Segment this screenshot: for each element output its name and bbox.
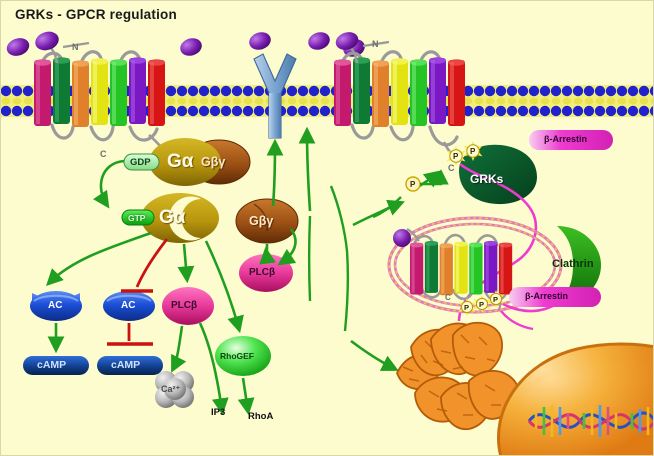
dna-helix [527, 405, 653, 437]
n-terminus-label-left: N [72, 42, 79, 52]
phosphate-endo-2-label: P [479, 300, 485, 309]
g-alpha-activated[interactable] [121, 193, 219, 243]
adenylyl-cyclase-inhibited[interactable] [103, 291, 155, 321]
phosphate-endo-3-label: P [493, 295, 499, 304]
beta-arrestin-endosome[interactable] [509, 287, 601, 307]
g-alpha-bound-label[interactable]: Gα [167, 151, 194, 172]
g-alpha-free-label[interactable]: Gα [159, 207, 186, 228]
phosphate-group [446, 141, 483, 166]
beta-arrestin-membrane-label[interactable]: β-Arrestin [544, 134, 588, 144]
g-beta-gamma-free[interactable] [235, 198, 299, 244]
rhogef[interactable] [215, 336, 271, 376]
golgi-apparatus [396, 321, 520, 430]
page-title: GRKs - GPCR regulation [15, 7, 177, 22]
phosphate-group-endosome [458, 290, 505, 316]
inhibition-arrows [107, 238, 169, 346]
c-terminus-label-endosome: C [445, 293, 451, 302]
gpcr-left[interactable] [4, 29, 166, 152]
ac-inhibited-label[interactable]: AC [121, 300, 136, 311]
clathrin[interactable] [557, 226, 601, 304]
phosphate-free-label: P [410, 180, 416, 189]
clathrin-label[interactable]: Clathrin [552, 258, 594, 270]
g-protein-heterotrimer[interactable] [123, 138, 251, 186]
endosome-vesicle [387, 216, 563, 314]
beta-arrestin-endosome-label[interactable]: β-Arrestin [525, 291, 569, 301]
adenylyl-cyclase-stimulated[interactable] [30, 291, 82, 321]
ip3-label: IP3 [211, 407, 226, 418]
calcium-cluster [155, 371, 194, 408]
gbg-signal-line [308, 215, 312, 302]
ac-stimulated-label[interactable]: AC [48, 300, 63, 311]
camp-increased[interactable] [23, 356, 89, 375]
internalization-path [329, 185, 350, 332]
calcium-label: Ca²⁺ [161, 384, 181, 394]
channel-center[interactable] [253, 53, 297, 139]
plcbeta-left-label[interactable]: PLCβ [171, 300, 198, 311]
nucleus [497, 342, 653, 455]
plcbeta-left[interactable] [162, 287, 214, 325]
rhoa-label: RhoA [248, 411, 274, 422]
phosphate-recep-2-label: P [470, 147, 476, 156]
gdp-label[interactable]: GDP [130, 157, 151, 168]
phosphate-endo-1-label: P [464, 303, 470, 312]
activation-arrows [46, 126, 442, 416]
gtp-pill [121, 209, 155, 226]
beta-arrestin-membrane[interactable] [529, 130, 613, 150]
c-terminus-label-right: C [448, 163, 455, 173]
camp-up-label[interactable]: cAMP [37, 359, 67, 371]
g-alpha-bound [149, 138, 221, 186]
rhogef-label[interactable]: RhoGEF [220, 351, 254, 361]
ligand-receptor-left [6, 31, 59, 56]
c-terminus-label-left: C [100, 149, 107, 159]
phosphate-recep-1-label: P [453, 152, 459, 161]
camp-down-label[interactable]: cAMP [111, 359, 141, 371]
plcbeta-right-label[interactable]: PLCβ [249, 267, 276, 278]
g-beta-gamma-bound-label[interactable]: Gβγ [201, 155, 226, 169]
grks-label[interactable]: GRKs [470, 172, 504, 186]
gpcr-endosome[interactable] [393, 228, 571, 331]
n-terminus-label-right: N [372, 39, 379, 49]
g-beta-gamma-free-label[interactable]: Gβγ [249, 214, 274, 228]
camp-decreased[interactable] [97, 356, 163, 375]
gtp-label[interactable]: GTP [128, 213, 146, 223]
